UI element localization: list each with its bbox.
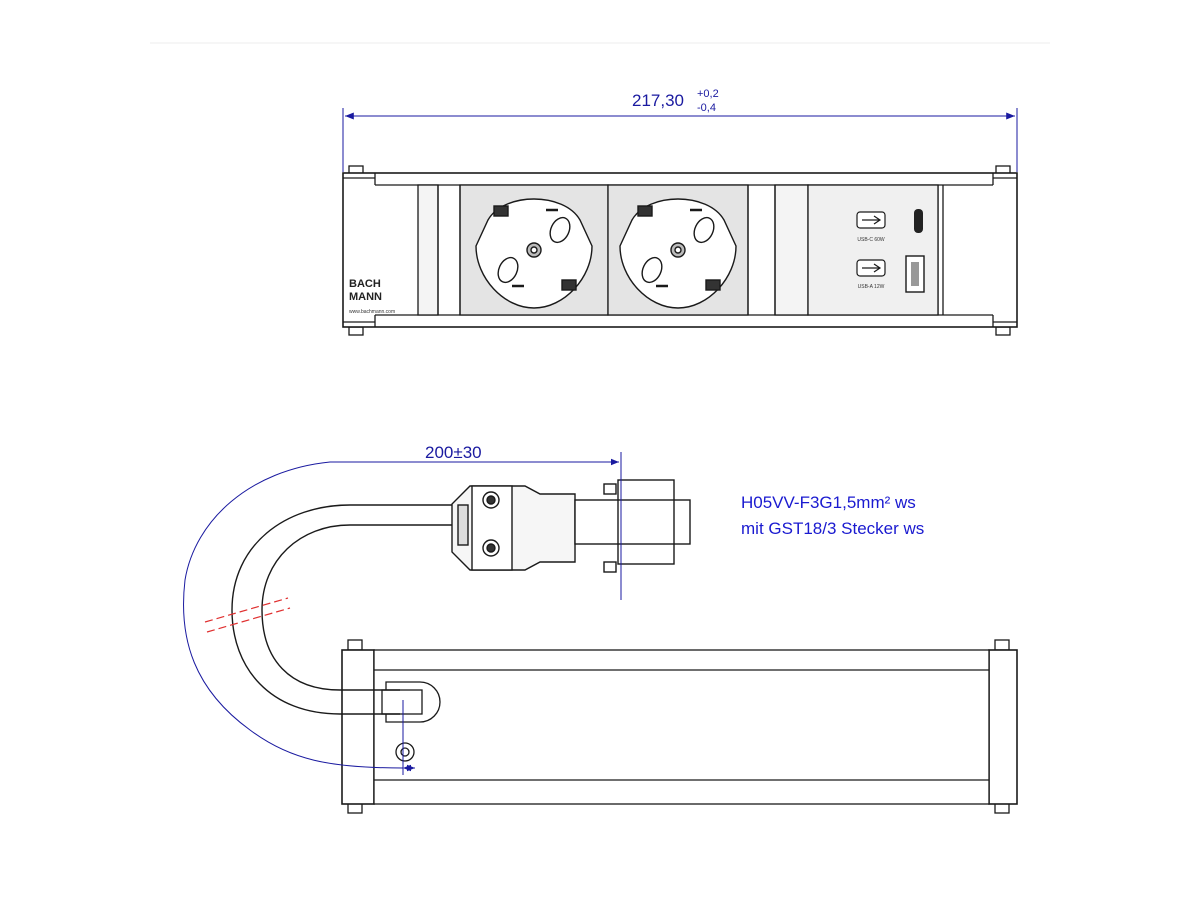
usb-c-port: [914, 209, 923, 233]
cable-break-mark: [204, 597, 291, 633]
brand-line1: BACH: [349, 278, 381, 290]
width-dim-tol-minus: -0,4: [697, 102, 716, 114]
cable-spec-line2: mit GST18/3 Stecker ws: [741, 519, 924, 538]
width-dimension: [342, 108, 1018, 172]
usb-charge-icon-a: [856, 259, 886, 277]
width-dim-tol-plus: +0,2: [697, 88, 719, 100]
power-cable: [231, 504, 452, 715]
cable-length-dim: 200±30: [425, 443, 482, 462]
bottom-view: [341, 639, 1018, 814]
usb-c-label: USB-C 60W: [857, 237, 885, 243]
width-dim-main: 217,30: [632, 91, 684, 110]
brand-line2: MANN: [349, 291, 382, 303]
schuko-socket-icon: [475, 198, 593, 309]
gst18-plug-icon: [451, 479, 691, 573]
schuko-socket-icon: [619, 198, 737, 309]
cable-spec-line1: H05VV-F3G1,5mm² ws: [741, 493, 916, 512]
cable-length-dimension: [183, 452, 622, 775]
brand-website: www.bachmann.com: [349, 309, 395, 315]
usb-charge-icon-c: [856, 211, 886, 229]
usb-a-label: USB-A 12W: [858, 284, 885, 290]
